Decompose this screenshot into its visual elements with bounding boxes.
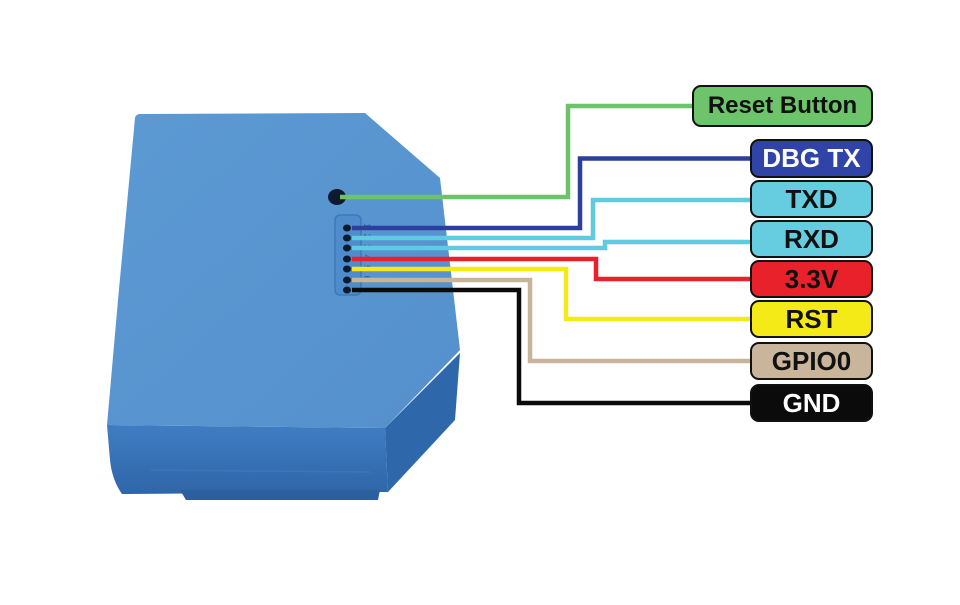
wire-reset-button — [340, 103, 694, 200]
pin-hole — [343, 286, 351, 294]
label-gpio0-text: GPIO0 — [771, 345, 852, 376]
label-gnd: GND — [750, 384, 873, 422]
device-front-face — [107, 425, 388, 494]
pin-holes — [343, 224, 351, 294]
wire-gpio0 — [352, 277, 752, 364]
label-txd: TXD — [750, 180, 873, 218]
device-top-face — [107, 113, 460, 428]
pin-hole — [343, 224, 351, 232]
wire-3-3v — [352, 256, 752, 282]
label-reset-button-text: Reset Button — [707, 92, 858, 119]
wire-txd — [352, 197, 752, 241]
pin-header — [334, 214, 362, 296]
wire-rst — [352, 266, 752, 322]
wires — [340, 103, 752, 406]
label-rst: RST — [750, 300, 873, 338]
device-body — [107, 113, 460, 500]
label-3-3v-text: 3.3V — [784, 263, 839, 294]
label-dbg-tx: DBG TX — [750, 139, 873, 178]
label-gpio0: GPIO0 — [750, 342, 873, 380]
label-dbg-tx-text: DBG TX — [762, 143, 861, 173]
pin-hole — [343, 244, 351, 252]
label-rxd-text: RXD — [784, 223, 839, 254]
wire-rxd — [352, 239, 752, 251]
pin-hole — [343, 234, 351, 242]
wire-gnd — [352, 287, 752, 406]
reset-hole — [328, 189, 346, 205]
pin-hole — [343, 255, 351, 263]
device-bottom-foot — [180, 490, 380, 500]
label-rst-text: RST — [785, 303, 838, 334]
device-edge-line — [149, 469, 371, 473]
pin-hole — [343, 265, 351, 273]
pin-number: 1 — [362, 223, 372, 228]
label-txd-text: TXD — [785, 183, 838, 214]
label-rxd: RXD — [750, 220, 873, 258]
label-3-3v: 3.3V — [750, 260, 873, 298]
pin-hole — [343, 276, 351, 284]
device-right-face — [385, 353, 460, 492]
wire-dbg-tx — [352, 156, 752, 231]
label-reset-button: Reset Button — [692, 85, 873, 127]
label-gnd-text: GND — [782, 387, 841, 418]
